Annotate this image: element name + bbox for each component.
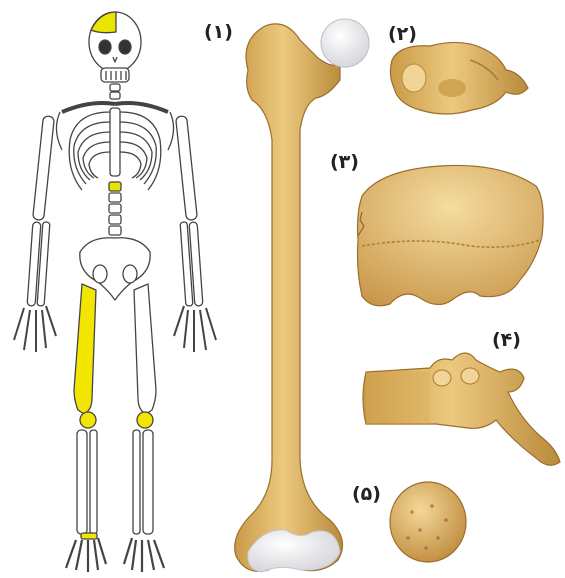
- label-3: (۳): [330, 151, 359, 173]
- left-arm: [14, 116, 56, 352]
- irregular-bone-icon: (۲): [388, 23, 528, 114]
- skull: [89, 12, 141, 82]
- right-leg: [124, 284, 164, 572]
- label-5: (۵): [352, 483, 381, 505]
- label-1: (۱): [204, 21, 233, 43]
- vertebra-icon: (۴): [363, 329, 560, 465]
- spine: [109, 182, 121, 235]
- femur-bone-icon: (۱): [204, 19, 369, 572]
- left-leg: [66, 284, 106, 572]
- label-2: (۲): [388, 23, 417, 45]
- flat-bone-icon: (۳): [330, 151, 543, 306]
- skeleton-icon: [14, 12, 216, 572]
- sesamoid-bone-icon: (۵): [352, 482, 466, 562]
- label-4: (۴): [492, 329, 521, 351]
- right-arm: [174, 116, 216, 352]
